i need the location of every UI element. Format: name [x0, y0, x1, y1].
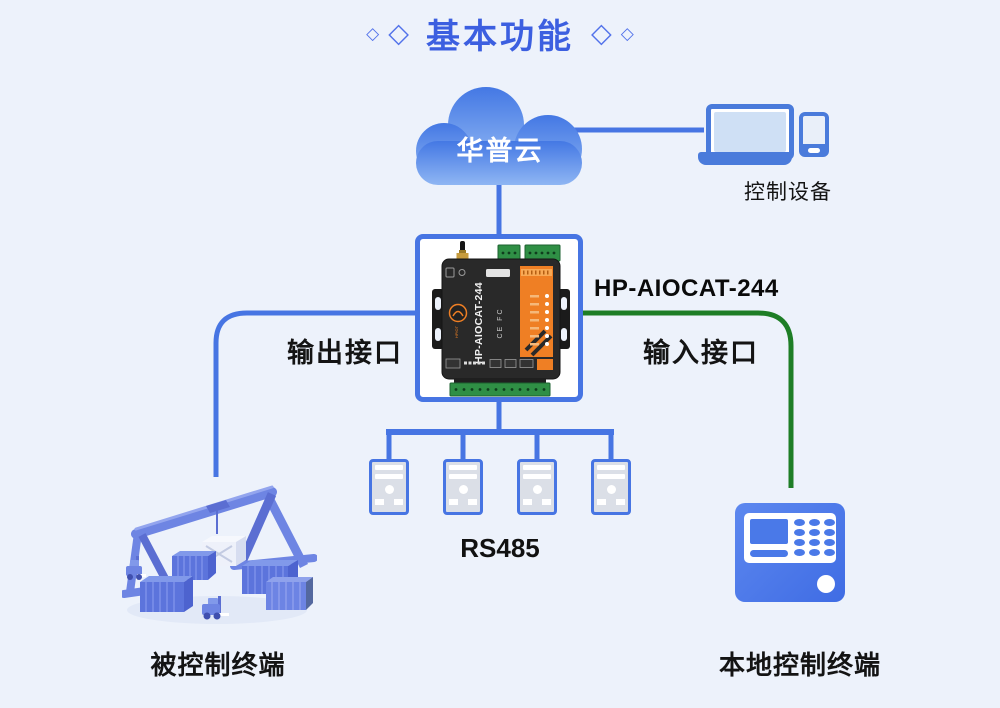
brand-logo-icon: HPIOT: [448, 303, 468, 338]
cert-marks-text: CE FC: [497, 308, 504, 339]
gantry-crane-illustration: [120, 470, 318, 630]
forklift-icon: [126, 556, 146, 580]
bottom-ports: [445, 358, 534, 369]
top-terminal-blocks: [497, 244, 561, 262]
diamond-icon: ◇: [620, 23, 634, 43]
diamond-icon: ◇: [388, 17, 409, 48]
aiocat-device-illustration: HPIOT HP-AIOCAT-244 CE FC: [432, 241, 570, 397]
forklift-icon: [202, 596, 229, 620]
rs485-module: [369, 459, 409, 515]
logo-text: HPIOT: [454, 325, 459, 338]
terminal-panel: [744, 513, 836, 563]
cloud-shape: [416, 87, 582, 185]
laptop-screen: [714, 112, 786, 152]
local-terminal-icon: [735, 503, 845, 602]
led-indicators: [530, 294, 549, 346]
device-model-label: HP-AIOCAT-244: [594, 275, 779, 302]
rs485-module: [443, 459, 483, 515]
local-terminal-label: 本地控制终端: [718, 650, 881, 680]
bottom-terminal-strip: [449, 379, 551, 397]
connector-output-interface: [213, 310, 417, 477]
page-title: ◇ ◇ 基本功能 ◇ ◇: [0, 10, 1000, 56]
laptop-icon: [706, 104, 794, 160]
container-stack: [140, 551, 313, 612]
diamond-icon: ◇: [366, 23, 380, 43]
mounting-ears: [432, 289, 570, 349]
terminal-screen: [750, 519, 788, 544]
device-panel-model-text: HP-AIOCAT-244: [473, 282, 485, 364]
terminal-keypad: [794, 519, 835, 556]
rs485-label: RS485: [460, 533, 540, 563]
rs485-module: [591, 459, 631, 515]
cloud-icon: 华普云: [414, 85, 586, 187]
phone-icon: [799, 112, 829, 157]
laptop-base: [698, 152, 792, 165]
orange-panel: [520, 266, 553, 370]
device-image: HPIOT HP-AIOCAT-244 CE FC: [415, 234, 583, 402]
cloud-label: 华普云: [456, 136, 544, 166]
phone-home-button: [808, 148, 820, 153]
terminal-slot: [750, 550, 788, 557]
crane-scene: [120, 485, 318, 624]
control-device-label: 控制设备: [744, 181, 832, 204]
input-interface-label: 输入接口: [643, 338, 759, 368]
panel-marks: [445, 267, 510, 278]
controlled-terminal-label: 被控制终端: [150, 650, 286, 680]
connector-input-interface: [581, 310, 794, 488]
terminal-knob: [817, 575, 835, 593]
output-interface-label: 输出接口: [287, 338, 403, 368]
rs485-module: [517, 459, 557, 515]
page-title-text: 基本功能: [426, 17, 574, 56]
diamond-icon: ◇: [591, 17, 612, 48]
